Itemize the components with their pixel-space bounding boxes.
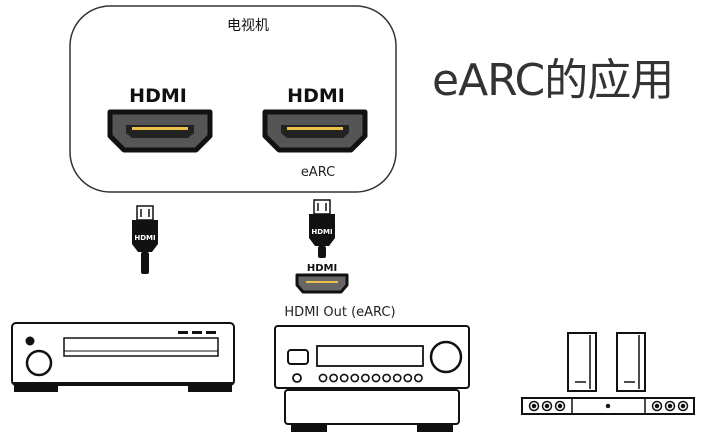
hdmi-cable-2-tip (313, 199, 331, 215)
hdmi-out-earc-caption: HDMI Out (eARC) (284, 305, 395, 320)
hdmi-cable-1-plug-label: HDMI (134, 234, 155, 242)
av-receiver (274, 325, 470, 432)
tv: 电视机 HDMI HDMI eARC (69, 5, 397, 193)
hdmi-port-1-inner (126, 125, 194, 138)
hdmi-port-1-pins (132, 127, 188, 130)
receiver-display (316, 345, 424, 367)
player-foot-right (188, 385, 232, 392)
hdmi-port-1-label: HDMI (129, 85, 187, 107)
hdmi-cable-2-end-label: HDMI (307, 263, 337, 274)
receiver-input-button (339, 373, 349, 383)
hdmi-cable-1: HDMI (132, 205, 158, 274)
player-device (11, 322, 235, 392)
receiver-power-button (287, 349, 309, 365)
receiver-input-button (350, 373, 360, 383)
receiver-volume-knob-icon (429, 340, 463, 374)
receiver-foot-right (417, 424, 453, 432)
hdmi-cable-2-plug-label: HDMI (311, 228, 332, 236)
hdmi-port-2: HDMI eARC (262, 85, 368, 180)
diagram-title: eARC的应用 (432, 55, 674, 106)
receiver-input-button (318, 373, 328, 383)
hdmi-cable-2-end-socket (295, 273, 349, 294)
speaker-system (521, 332, 695, 415)
hdmi-cable-2-end-pins (306, 281, 338, 283)
hdmi-cable-2-wire (318, 246, 326, 258)
player-foot-left (14, 385, 58, 392)
receiver-indicator-icon (292, 373, 302, 383)
soundbar-drivers (528, 400, 689, 412)
receiver-input-button (360, 373, 370, 383)
receiver-foot-left (291, 424, 327, 432)
player-power-icon (25, 336, 35, 346)
receiver-lower-unit (284, 389, 460, 425)
player-buttons (178, 331, 216, 334)
player-knob-icon (25, 349, 53, 377)
hdmi-cable-2: HDMI HDMI HDMI Out (eARC) (284, 199, 396, 320)
receiver-input-button (413, 373, 423, 383)
hdmi-cable-2-plug (309, 214, 335, 246)
hdmi-cable-1-plug (132, 220, 158, 252)
hdmi-port-2-pins (287, 127, 343, 130)
receiver-input-button (392, 373, 402, 383)
receiver-input-button (329, 373, 338, 383)
speaker-left (567, 332, 597, 392)
soundbar-led (605, 403, 611, 409)
hdmi-port-1: HDMI (107, 85, 213, 153)
receiver-input-buttons (318, 373, 423, 383)
hdmi-cable-1-wire (141, 252, 149, 274)
receiver-input-button (403, 373, 413, 383)
hdmi-port-2-inner (281, 125, 349, 138)
player-disc-slot (63, 337, 219, 357)
receiver-input-button (382, 373, 391, 383)
hdmi-cable-1-tip (136, 205, 154, 221)
earc-port-label: eARC (301, 165, 335, 180)
receiver-input-button (371, 373, 381, 383)
tv-label: 电视机 (227, 18, 269, 34)
hdmi-port-2-label: HDMI (287, 85, 345, 107)
